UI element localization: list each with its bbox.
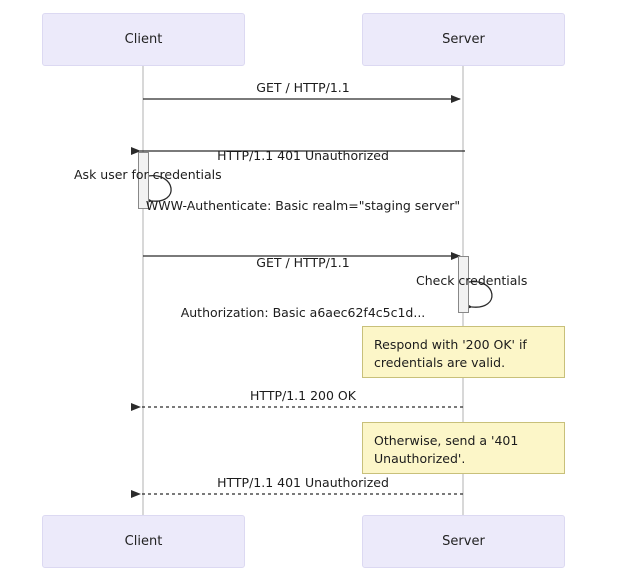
note-200-ok: Respond with '200 OK' if credentials are… <box>362 326 565 378</box>
note-401-line2: Unauthorized'. <box>374 451 466 467</box>
message-label-get-1-line1: GET / HTTP/1.1 <box>256 80 350 95</box>
message-arrow-check-credentials <box>462 281 493 311</box>
message-label-ask-user-text: Ask user for credentials <box>74 167 222 182</box>
participant-server-bottom-label: Server <box>442 534 485 549</box>
note-401: Otherwise, send a '401 Unauthorized'. <box>362 422 565 474</box>
message-label-401-challenge: HTTP/1.1 401 Unauthorized WWW-Authentica… <box>133 114 473 249</box>
message-label-get-2-line2: Authorization: Basic a6aec62f4c5c1d... <box>180 305 426 321</box>
participant-server-bottom[interactable]: Server <box>362 515 565 568</box>
activation-bar-server <box>458 256 469 313</box>
note-200-ok-line1: Respond with '200 OK' if <box>374 337 527 352</box>
message-label-401-challenge-line2: WWW-Authenticate: Basic realm="staging s… <box>145 198 461 214</box>
participant-client-bottom-label: Client <box>124 534 163 549</box>
message-label-401-final-text: HTTP/1.1 401 Unauthorized <box>217 475 389 490</box>
participant-client-top[interactable]: Client <box>42 13 245 66</box>
message-label-get-2: GET / HTTP/1.1 Authorization: Basic a6ae… <box>143 221 463 356</box>
message-label-200-ok: HTTP/1.1 200 OK <box>143 388 463 405</box>
message-arrow-ask-user <box>142 175 172 205</box>
message-label-401-final: HTTP/1.1 401 Unauthorized <box>143 475 463 492</box>
participant-server-top[interactable]: Server <box>362 13 565 66</box>
message-label-check-credentials: Check credentials <box>416 273 527 288</box>
participant-client-top-label: Client <box>124 32 163 47</box>
message-label-ask-user: Ask user for credentials <box>74 167 222 182</box>
message-label-check-credentials-text: Check credentials <box>416 273 528 288</box>
participant-client-bottom[interactable]: Client <box>42 515 245 568</box>
message-label-401-challenge-line1: HTTP/1.1 401 Unauthorized <box>217 147 389 163</box>
note-200-ok-line2: credentials are valid. <box>374 355 506 371</box>
message-label-get-2-line1: GET / HTTP/1.1 <box>256 254 350 270</box>
participant-server-top-label: Server <box>442 32 485 47</box>
activation-bar-client <box>138 152 149 209</box>
note-401-line1: Otherwise, send a '401 <box>374 433 519 448</box>
message-label-200-ok-text: HTTP/1.1 200 OK <box>250 388 356 403</box>
message-label-get-1: GET / HTTP/1.1 <box>143 80 463 97</box>
